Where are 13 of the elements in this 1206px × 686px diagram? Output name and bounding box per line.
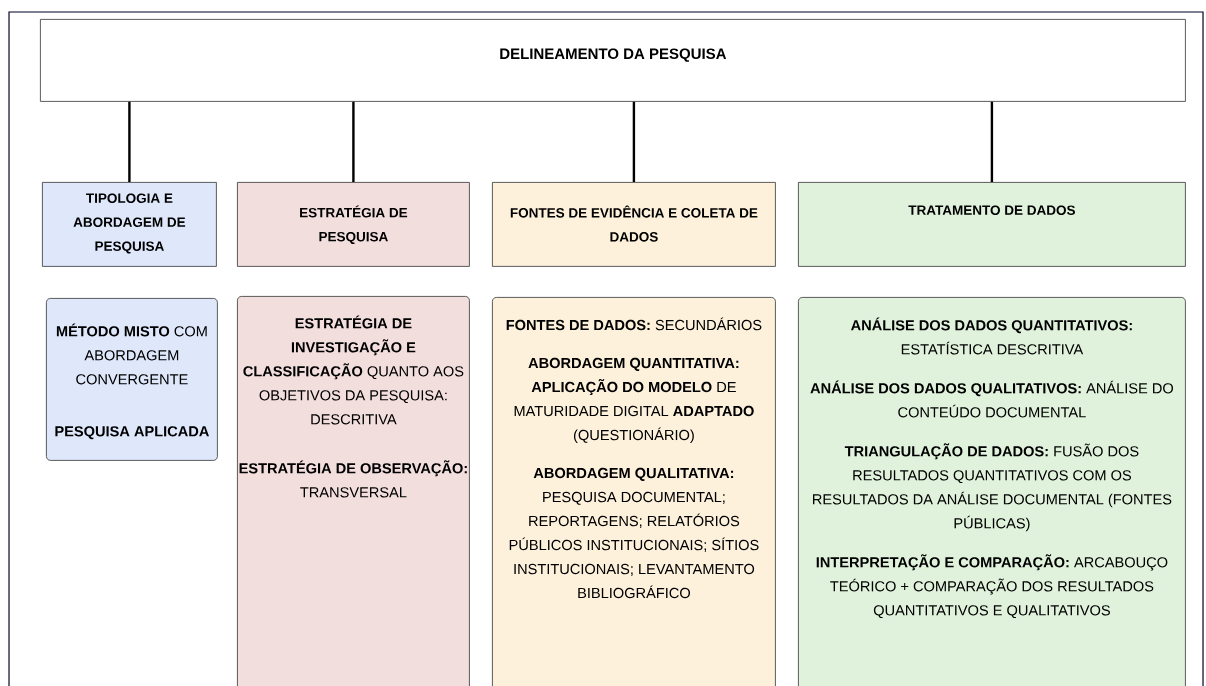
connector-line — [990, 101, 994, 182]
category-box: FONTES DE EVIDÊNCIA E COLETA DE DADOS — [492, 182, 776, 267]
connector-line — [128, 101, 131, 182]
title-box: DELINEAMENTO DA PESQUISA — [40, 19, 1186, 102]
category-box: ESTRATÉGIA DE PESQUISA — [237, 182, 470, 267]
detail-box: ANÁLISE DOS DADOS QUANTITATIVOS: ESTATÍSTICA DESCRITIVA ANÁLISE DOS DADOS QUALITATIVOS: ANÁLISE DO CONTEÚDO DOCUMENTAL TRIANGULAÇÃO DE DADOS: FUSÃO DOS RESULTADOS QUANTITATIVOS COM OS RESULTADOS DA ANÁLISE DOCUMENTAL (FONTES PÚBLICAS) INTERPRETAÇÃO E COMPARAÇÃO: ARCABOUÇO TEÓRICO + COMPARAÇÃO DOS RESULTADOS QUANTITATIVOS E QUALITATIVOS — [798, 297, 1186, 686]
detail-box: ESTRATÉGIA DE INVESTIGAÇÃO E CLASSIFICAÇÃO QUANTO AOS OBJETIVOS DA PESQUISA: DESCRITIVA ESTRATÉGIA DE OBSERVAÇÃO: TRANSVERSAL — [237, 296, 470, 686]
category-box: TRATAMENTO DE DADOS — [798, 182, 1186, 267]
detail-box: MÉTODO MISTO COM ABORDAGEM CONVERGENTE PESQUISA APLICADA — [46, 298, 218, 461]
connector-line — [352, 101, 355, 182]
category-box: TIPOLOGIA E ABORDAGEM DE PESQUISA — [42, 182, 217, 267]
detail-box: FONTES DE DADOS: SECUNDÁRIOS ABORDAGEM QUANTITATIVA: APLICAÇÃO DO MODELO DE MATURIDADE DIGITAL ADAPTADO (QUESTIONÁRIO) ABORDAGEM QUALITATIVA: PESQUISA DOCUMENTAL; REPORTAGENS; RELATÓRIOS PÚBLICOS INSTITUCIONAIS; SÍTIOS INSTITUCIONAIS; LEVANTAMENTO BIBLIOGRÁFICO — [492, 297, 776, 686]
connector-line — [632, 101, 636, 182]
